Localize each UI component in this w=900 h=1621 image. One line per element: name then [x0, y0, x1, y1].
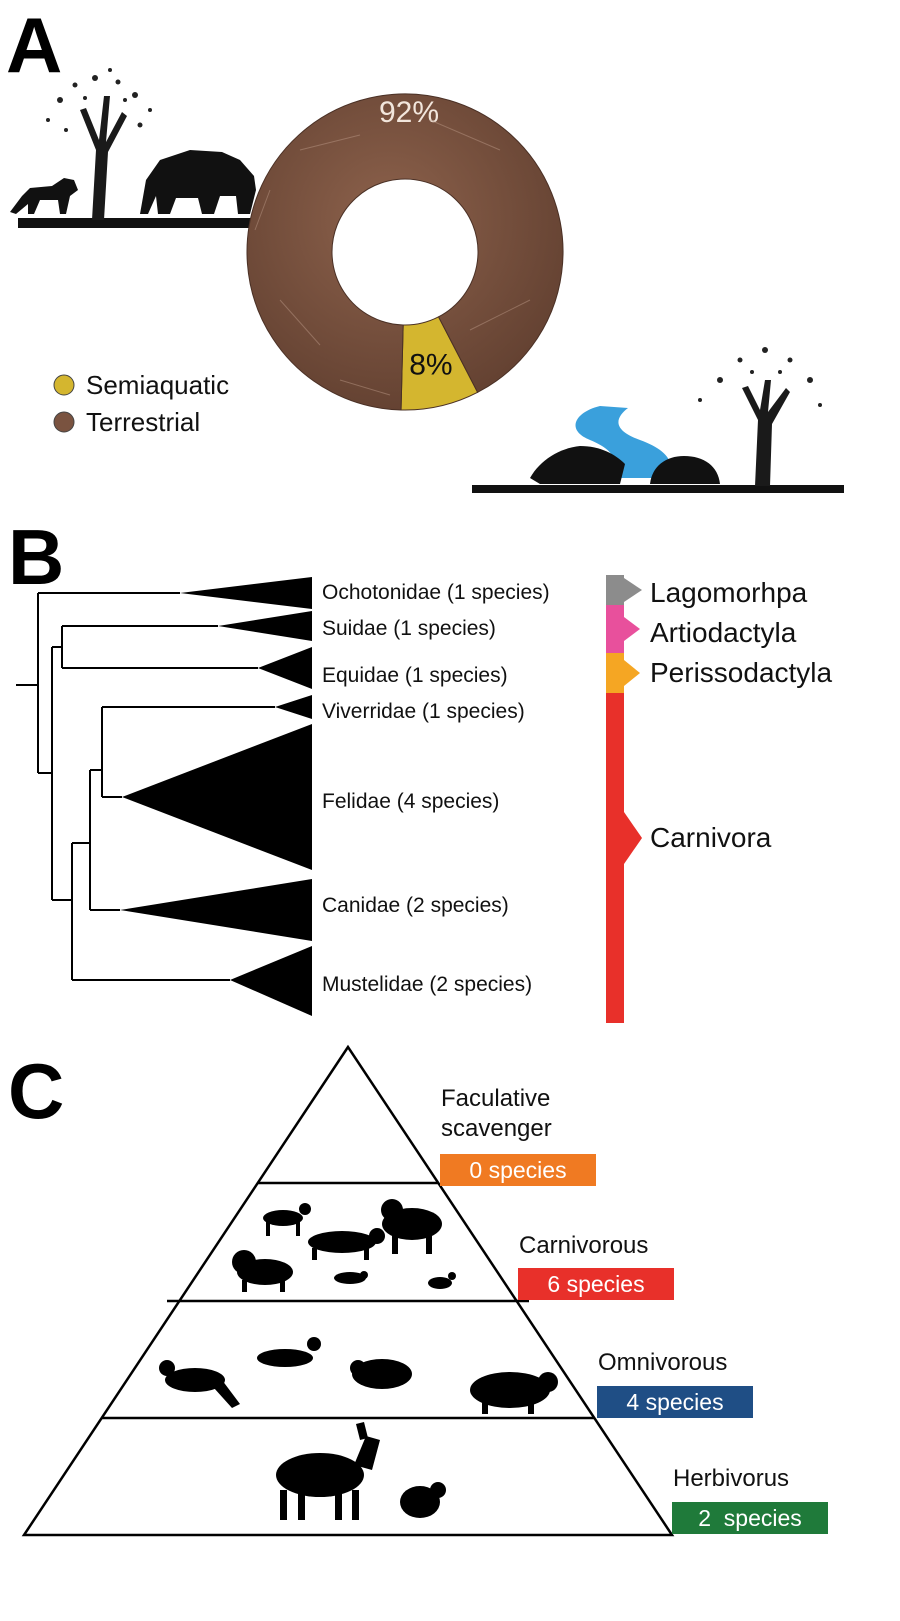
clade-triangles	[120, 577, 312, 1016]
panel-b-phylogeny: Ochotonidae (1 species) Suidae (1 specie…	[16, 575, 833, 1023]
donut-label-terrestrial: 92%	[379, 96, 439, 129]
level-badge-omnivorous	[597, 1386, 753, 1418]
habitat-legend: Semiaquatic Terrestrial	[53, 370, 229, 437]
family-label-felidae: Felidae (4 species)	[322, 790, 499, 813]
level-label-omnivorous: Omnivorous	[598, 1349, 727, 1376]
omnivorous-animals-illustration	[159, 1337, 558, 1414]
clade-mustelidae	[230, 946, 312, 1016]
order-bar-perissodactyla	[606, 653, 624, 693]
order-label-artiodactyla: Artiodactyla	[650, 617, 797, 648]
panel-a-letter: A	[6, 1, 63, 89]
family-labels: Ochotonidae (1 species) Suidae (1 specie…	[322, 581, 550, 996]
semiaquatic-scene-illustration	[472, 347, 844, 493]
clade-viverridae	[275, 695, 312, 719]
panel-c-letter: C	[8, 1047, 65, 1135]
order-bar	[606, 575, 642, 1023]
terrestrial-scene-illustration	[10, 68, 266, 228]
clade-canidae	[120, 879, 312, 941]
rock-texture-line	[299, 134, 361, 151]
trophic-level-omnivorous: Omnivorous 4 species	[597, 1349, 753, 1418]
order-bar-carnivora	[606, 693, 624, 1023]
level-count-carnivorous: 6 species	[547, 1271, 644, 1297]
trophic-level-herbivorus: Herbivorus 2 species	[672, 1465, 828, 1534]
family-label-canidae: Canidae (2 species)	[322, 894, 509, 917]
donut-label-semiaquatic: 8%	[409, 349, 452, 382]
order-bar-lagomorpha	[606, 575, 624, 605]
panel-a: 8% 92% Semiaquatic Terrestrial	[10, 68, 844, 493]
order-pointer-artiodactyla	[624, 617, 640, 641]
order-pointer-perissodactyla	[624, 660, 640, 686]
family-label-equidae: Equidae (1 species)	[322, 664, 508, 687]
habitat-donut-chart: 8% 92%	[246, 93, 564, 411]
legend-swatch-terrestrial	[53, 411, 75, 433]
clade-felidae	[122, 724, 312, 870]
level-label-carnivorous: Carnivorous	[519, 1232, 648, 1259]
level-count-herbivorus: 2 species	[698, 1505, 802, 1531]
clade-equidae	[258, 647, 312, 689]
rock-texture-line	[429, 119, 501, 151]
panel-b-letter: B	[8, 513, 65, 601]
legend-label-semiaquatic: Semiaquatic	[86, 370, 229, 400]
order-bar-artiodactyla	[606, 605, 624, 653]
order-label-lagomorpha: Lagomorhpa	[650, 577, 808, 608]
pyramid-outline	[21, 1044, 675, 1537]
legend-swatch-semiaquatic	[53, 374, 75, 396]
level-badge-carnivorous	[518, 1268, 674, 1300]
level-label-faculative-scavenger: Faculative scavenger	[441, 1085, 557, 1142]
legend-label-terrestrial: Terrestrial	[86, 407, 200, 437]
panel-c-trophic-pyramid: Faculative scavenger 0 species Carnivoro…	[21, 1044, 828, 1537]
level-count-faculative-scavenger: 0 species	[469, 1157, 566, 1183]
level-badge-faculative-scavenger	[440, 1154, 596, 1186]
trophic-level-carnivorous: Carnivorous 6 species	[518, 1232, 674, 1300]
herbivorous-animals-illustration	[276, 1422, 446, 1520]
level-count-omnivorous: 4 species	[626, 1389, 723, 1415]
phylogenetic-tree	[16, 592, 275, 981]
family-label-mustelidae: Mustelidae (2 species)	[322, 973, 532, 996]
order-pointer-carnivora	[624, 812, 642, 864]
rock-texture-line	[469, 299, 531, 331]
order-label-perissodactyla: Perissodactyla	[650, 657, 833, 688]
trophic-level-faculative-scavenger: Faculative scavenger 0 species	[440, 1085, 596, 1186]
level-label-herbivorus: Herbivorus	[673, 1465, 789, 1492]
level-badge-herbivorus	[672, 1502, 828, 1534]
order-labels: Lagomorhpa Artiodactyla Perissodactyla C…	[650, 577, 833, 853]
clade-suidae	[218, 611, 312, 641]
rock-texture-line	[254, 189, 271, 231]
family-label-ochotonidae: Ochotonidae (1 species)	[322, 581, 550, 604]
rock-texture-line	[279, 299, 321, 346]
clade-ochotonidae	[180, 577, 312, 609]
donut-slice-terrestrial	[246, 93, 564, 411]
rock-texture-line	[339, 379, 391, 396]
family-label-viverridae: Viverridae (1 species)	[322, 700, 525, 723]
carnivorous-animals-illustration	[232, 1199, 456, 1292]
family-label-suidae: Suidae (1 species)	[322, 617, 496, 640]
order-label-carnivora: Carnivora	[650, 822, 772, 853]
order-pointer-lagomorpha	[624, 578, 642, 602]
